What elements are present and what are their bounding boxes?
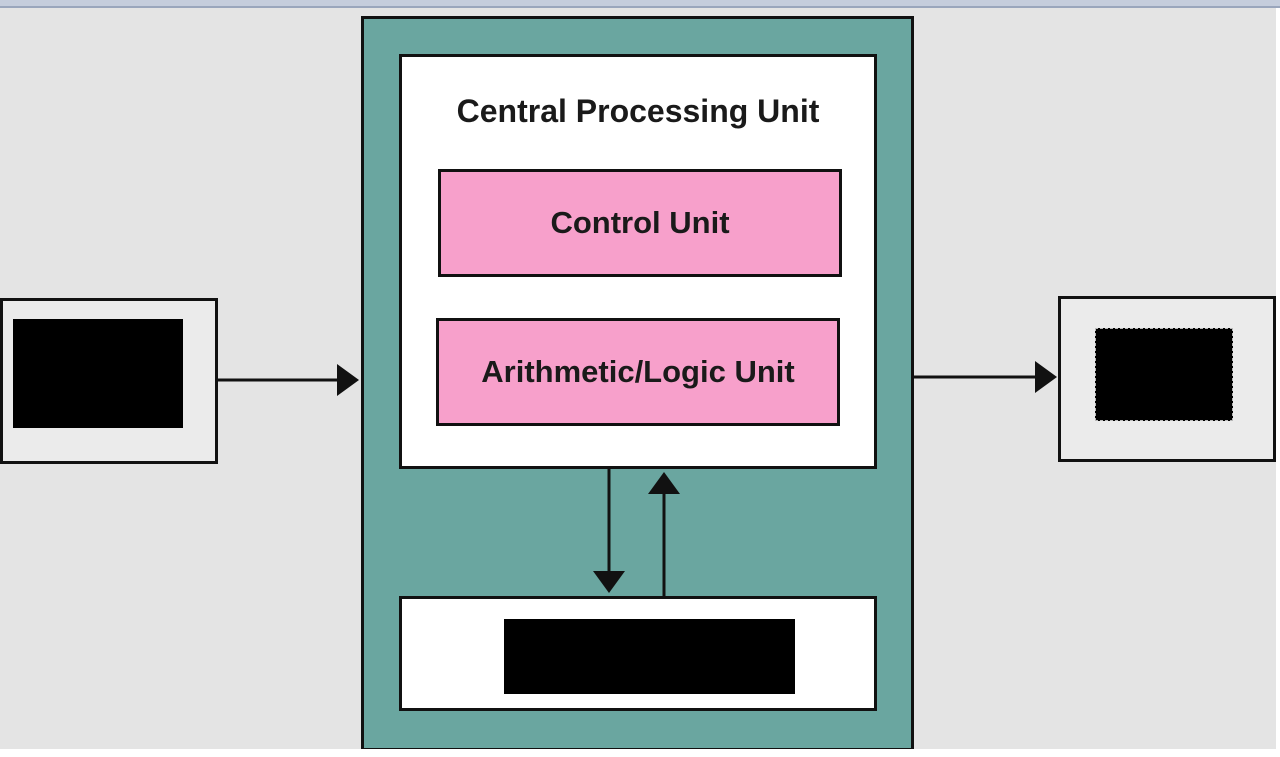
alu-box: Arithmetic/Logic Unit — [436, 318, 840, 426]
window-top-strip — [0, 0, 1280, 8]
cpu-title: Central Processing Unit — [456, 93, 820, 129]
alu-label: Arithmetic/Logic Unit — [481, 354, 795, 389]
redacted-memory-label — [504, 619, 795, 694]
right-edge — [1276, 8, 1280, 757]
redacted-output-label — [1095, 328, 1233, 421]
control-unit-label: Control Unit — [550, 205, 730, 240]
control-unit-box: Control Unit — [438, 169, 842, 277]
bottom-edge — [0, 749, 1280, 757]
redacted-input-label — [13, 319, 183, 428]
